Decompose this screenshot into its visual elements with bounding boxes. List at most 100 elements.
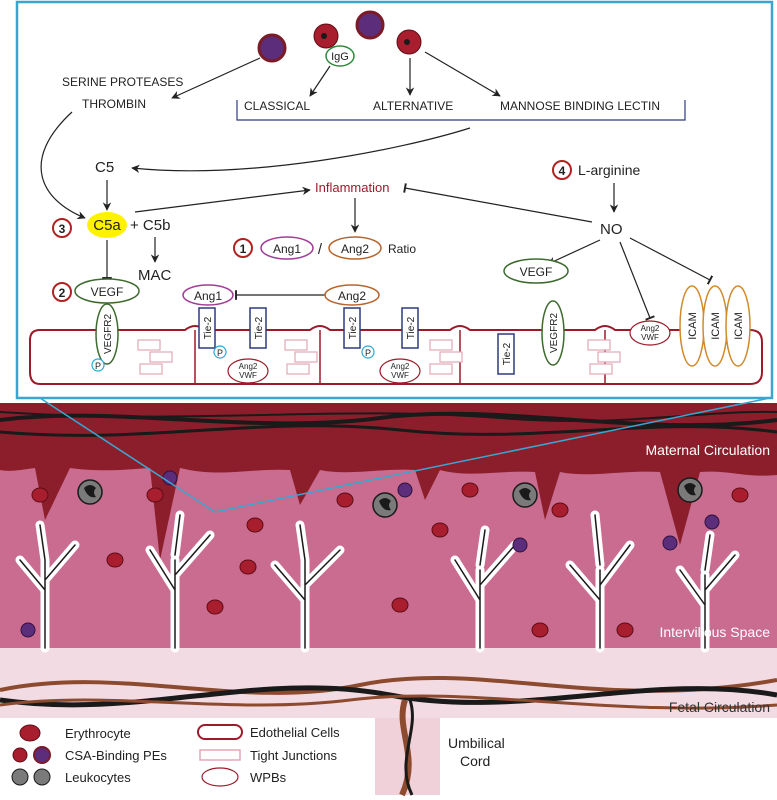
ang1-ratio-label: Ang1 [273,242,301,256]
tie2-receptor-2: Tie-2 [249,307,267,349]
legend-csa-label: CSA-Binding PEs [65,748,167,763]
vegfr2-receptor-right [541,300,565,366]
c5b-label: + C5b [130,217,170,234]
legend-wpb-label: WPBs [250,770,287,785]
svg-text:Tie-2: Tie-2 [502,342,513,365]
svg-text:Ang2: Ang2 [641,324,660,333]
erythrocytes [31,482,749,638]
svg-text:1: 1 [240,242,247,256]
intervillous-space-label: Intervillous Space [659,624,770,640]
svg-text:Ang2: Ang2 [239,362,258,371]
vegf-oval-right [503,258,569,284]
leukocytes [77,477,703,518]
vegf-label-left: VEGF [91,285,124,299]
ang1-label-top: Ang1 [194,289,222,303]
svg-text:P: P [217,348,223,358]
classical-label: CLASSICAL [244,99,310,113]
svg-text:Tie-2: Tie-2 [203,316,214,339]
wpb-1: Ang2 VWF [227,358,269,384]
ang2-ratio-oval [328,236,382,260]
wpb-2: Ang2 VWF [379,358,421,384]
igg-oval [325,45,355,67]
svg-text:2: 2 [59,286,66,300]
step-3-marker: 3 [52,218,72,238]
vegfr2-label-right: VEGFR2 [549,313,560,353]
svg-text:VWF: VWF [239,371,257,380]
tie2-receptor-1: Tie-2 P [198,307,227,359]
step-4-marker: 4 [552,160,572,180]
ang2-oval-top [324,284,380,306]
zoom-line-right [214,397,771,513]
csa-binding-pes [20,470,720,638]
legend-tight-junction-icon [199,749,241,761]
svg-text:4: 4 [559,164,566,178]
legend-wpb-icon [201,767,239,787]
svg-text:ICAM: ICAM [733,312,745,340]
c5a-highlight [87,212,127,238]
legend: Erythrocyte CSA-Binding PEs Leukocytes E… [11,724,340,787]
zoom-line-left [39,397,216,513]
svg-text:ICAM: ICAM [710,312,722,340]
vegfr2-receptor-left [95,303,119,365]
tight-junctions [137,339,621,375]
svg-text:VWF: VWF [641,333,659,342]
top-parasitized-cells [257,10,422,63]
c5a-label: C5a [93,217,121,234]
svg-text:Tie-2: Tie-2 [348,316,359,339]
phospho-circle [91,358,105,372]
tie2-receptor-3: Tie-2 P [343,307,375,359]
ang1-oval-top [182,284,234,306]
svg-text:Tie-2: Tie-2 [406,316,417,339]
serine-proteases-label: SERINE PROTEASES [62,75,183,89]
igg-label: IgG [331,51,349,63]
fetal-circulation-label: Fetal Circulation [669,699,770,715]
vegf-oval-left [74,278,140,304]
legend-endothelial-label: Edothelial Cells [250,725,340,740]
ratio-label: Ratio [388,242,416,256]
legend-erythrocyte-label: Erythrocyte [65,726,131,741]
maternal-circulation-band [0,403,777,560]
svg-text:Tie-2: Tie-2 [254,316,265,339]
svg-text:ICAM: ICAM [687,312,699,340]
thrombin-label: THROMBIN [82,97,146,111]
pathway-bracket [236,100,686,121]
c5-label: C5 [95,159,114,176]
vegfr2-label-left: VEGFR2 [103,314,114,354]
legend-leukocytes-label: Leukocytes [65,770,131,785]
legend-erythrocyte-icon [19,724,41,742]
alternative-label: ALTERNATIVE [373,99,453,113]
tie2-receptor-5: Tie-2 [497,333,515,375]
inflammation-label: Inflammation [315,180,389,195]
svg-text:VWF: VWF [391,371,409,380]
tie2-receptor-4: Tie-2 [401,307,419,349]
vegf-label-right: VEGF [520,265,553,279]
ang2-ratio-label: Ang2 [341,242,369,256]
umbilical-cord-label-2: Cord [460,753,490,769]
legend-area [0,718,375,800]
legend-tight-junction-label: Tight Junctions [250,748,337,763]
umbilical-cord-label-1: Umbilical [448,735,505,751]
svg-text:P: P [95,361,101,371]
legend-leukocyte-icon-1 [11,768,29,786]
tissue-section: Maternal Circulation Intervillous Space … [0,403,777,800]
ratio-slash: / [318,241,323,258]
mannose-label: MANNOSE BINDING LECTIN [500,99,660,113]
step-1-marker: 1 [233,238,253,258]
legend-leukocyte-icon-2 [33,768,51,786]
step-2-marker: 2 [52,282,72,302]
legend-csa-icon-1 [12,747,28,763]
maternal-circulation-label: Maternal Circulation [646,442,771,458]
svg-text:Ang2: Ang2 [391,362,410,371]
svg-text:P: P [365,348,371,358]
legend-endothelial-icon [197,724,243,740]
ang2-label-top: Ang2 [338,289,366,303]
wpb-3: Ang2 VWF [629,320,671,346]
legend-csa-icon-2 [33,746,51,764]
ang1-ratio-oval [260,236,314,260]
mac-label: MAC [138,267,172,284]
l-arginine-label: L-arginine [578,162,640,178]
svg-text:3: 3 [59,222,66,236]
icam-group: ICAM ICAM ICAM [679,285,751,367]
no-label: NO [600,221,623,238]
